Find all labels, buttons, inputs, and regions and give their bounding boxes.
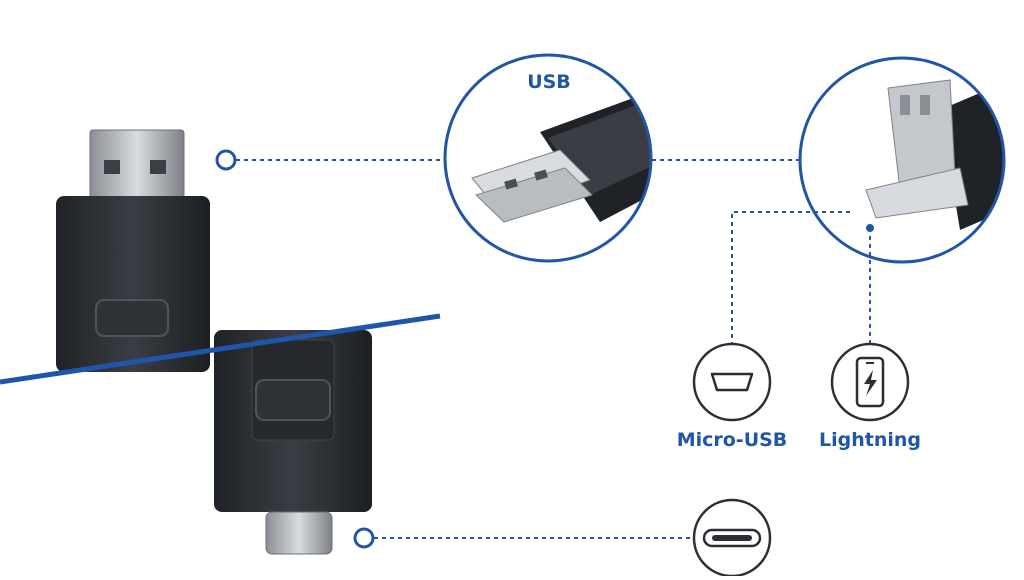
usb-a-hole-left — [104, 160, 120, 174]
slider-knob-upper — [95, 299, 169, 337]
lightning-label: Lightning — [819, 429, 921, 451]
usb-label: USB — [527, 71, 571, 93]
slider-knob-lower — [255, 379, 331, 421]
diagonal-divider — [0, 313, 441, 385]
usb-c-plug — [265, 511, 333, 555]
drive-upper-body — [56, 196, 210, 372]
micro-usb-port-icon — [692, 342, 772, 422]
drive-upper — [56, 129, 210, 372]
micro-usb-label: Micro-USB — [677, 429, 788, 451]
usb-a-hole-right — [150, 160, 166, 174]
usb-pointer-dot — [215, 149, 237, 171]
phone-lightning-icon — [830, 342, 910, 422]
micro-usb-lightning-connector-zoom-icon — [798, 56, 1006, 264]
usb-c-port-icon — [692, 498, 772, 578]
drive-lower — [214, 330, 372, 555]
usb-a-connector-zoom-icon — [443, 53, 653, 263]
lightning-pointer-dot — [866, 224, 874, 232]
usb-c-pointer-dot — [353, 527, 375, 549]
